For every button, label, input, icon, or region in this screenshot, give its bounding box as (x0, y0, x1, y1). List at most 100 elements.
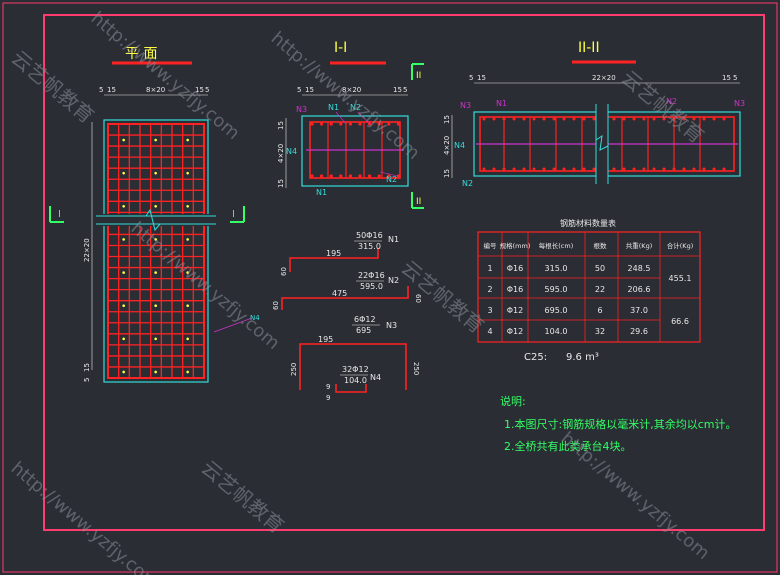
bar-n2-spec: 22Φ16 (358, 271, 385, 280)
table-cell: 22 (595, 285, 605, 294)
table-header-cell: 共重(Kg) (626, 241, 652, 250)
plan-tie-dot (122, 171, 125, 175)
plan-rebar-grid (107, 123, 205, 379)
sec1-top-dot (358, 122, 362, 126)
plan-tie-dot (122, 238, 125, 241)
bar-n4-spec: 32Φ12 (342, 365, 369, 374)
table-cell: Φ16 (507, 285, 523, 294)
sec2-break-zigzag (595, 134, 609, 151)
sec2-bottom-dot (522, 167, 526, 171)
sec1-top-dot (377, 122, 381, 126)
table-cell: 695.0 (545, 306, 568, 315)
bar-n3-dim-a: 195 (318, 335, 333, 344)
sec2-bottom-dot (612, 167, 616, 171)
table-cell: 595.0 (545, 285, 568, 294)
bar-n3-shape (299, 343, 407, 390)
plan-tie-dot (122, 205, 125, 208)
section-mark-top-label: II (416, 71, 421, 81)
sec2-top-dot (652, 117, 656, 121)
sec2-bottom-dot (542, 167, 546, 171)
sec2-top-dot (522, 117, 526, 121)
bar-n4-hook-b: 9 (326, 394, 330, 402)
sec1-bottom-dot (329, 174, 333, 178)
table-cell: Φ12 (507, 327, 523, 336)
watermark-url-5: http://www.yzfjy.com (7, 458, 164, 575)
sec2-bottom-dot (512, 167, 516, 171)
bar-n4-hook-a: 9 (326, 383, 330, 391)
sec1-dim-top-b: 15 (305, 86, 314, 94)
bar-n2-hook-left: 60 (272, 301, 280, 310)
table-cell: 206.6 (628, 285, 651, 294)
plan-dim-top-c: 15 (195, 86, 204, 94)
sec2-bottom-dot (692, 167, 696, 171)
sec2-label-n3-left: N3 (460, 101, 471, 110)
plan-dim-side-b: 15 (83, 363, 91, 372)
watermark-brand-1: 云艺帆教育 (7, 45, 99, 128)
sec2-bottom-dot (502, 167, 506, 171)
table-cell: 104.0 (545, 327, 568, 336)
sec1-leader-3 (379, 171, 399, 177)
bar-n1-length: 315.0 (358, 242, 381, 251)
section-mark-right-label: I (232, 209, 235, 220)
table-cell: Φ16 (507, 264, 523, 273)
table-cell: 6 (597, 306, 602, 315)
sec2-top-dot (592, 117, 596, 121)
plan-tie-dot (154, 337, 157, 341)
sec2-label-n2-bottom: N2 (462, 179, 473, 188)
table-total-cell: 66.6 (671, 317, 689, 326)
bar-n1-shape (289, 248, 379, 272)
bar-n3-hook-left: 250 (290, 363, 298, 376)
sec2-dim-top-a: 5 (469, 74, 473, 82)
sec2-dim-top-b: 15 (477, 74, 486, 82)
table-cell: 37.0 (630, 306, 648, 315)
sec1-top-dot (396, 122, 400, 126)
bar-n1-hook: 60 (280, 267, 288, 276)
sec2-top-dot (622, 117, 626, 121)
table-header-cell: 编号 (484, 241, 498, 250)
table-header-cell: 每根长(cm) (539, 241, 573, 250)
sec2-top-dot (612, 117, 616, 121)
table-header-cell: 合计(Kg) (667, 241, 693, 250)
sec2-top-dot (672, 117, 676, 121)
sec2-bottom-dot (552, 167, 556, 171)
sec1-outline (301, 115, 409, 187)
plan-tie-dot (122, 304, 125, 307)
sec1-dim-side-a: 15 (277, 121, 285, 130)
plan-tie-dot (154, 138, 157, 142)
plan-outline (103, 119, 209, 383)
sec1-dim-top-mid: 8×20 (342, 86, 361, 94)
bar-n4-length: 104.0 (344, 376, 367, 385)
bar-n3-label: N3 (386, 321, 397, 330)
sec1-bottom-dot (368, 174, 372, 178)
sec1-top-dot (310, 122, 314, 126)
plan-tie-dot (186, 304, 189, 307)
bar-n1-spec: 50Φ16 (356, 231, 383, 240)
sec2-dim-side-b: 15 (443, 169, 451, 178)
sec2-bottom-dot (652, 167, 656, 171)
sec2-top-dot (512, 117, 516, 121)
table-frame (477, 231, 701, 343)
sec1-bottom-dot (348, 174, 352, 178)
table-cell: 50 (595, 264, 605, 273)
sec2-top-dot (662, 117, 666, 121)
sec1-label-n2-top: N2 (350, 103, 361, 112)
table-cell: 1 (487, 264, 492, 273)
plan-dim-top-a: 5 (99, 86, 103, 94)
sec1-label-n1-top: N1 (328, 103, 339, 112)
sec2-dim-top-c: 15 (722, 74, 731, 82)
sec1-leader-1 (335, 111, 347, 125)
sec2-bottom-dot (492, 167, 496, 171)
bar-n2-hook-right: 60 (414, 294, 422, 303)
section-2: II-II 5 15 22×20 15 5 15 4×20 15 N3 N1 N… (443, 40, 745, 188)
plan-tie-dot (186, 138, 189, 142)
table-header-cell: 根数 (594, 241, 608, 250)
sec2-rebar (476, 117, 738, 171)
plan-dim-top-d: 5 (205, 86, 209, 94)
bar-n4-shape (335, 384, 367, 393)
plan-tie-dot (154, 304, 157, 307)
sec1-bottom-dot (396, 174, 400, 178)
table-cell: 315.0 (545, 264, 568, 273)
sec2-top-dot (682, 117, 686, 121)
sec2-top-dot (552, 117, 556, 121)
